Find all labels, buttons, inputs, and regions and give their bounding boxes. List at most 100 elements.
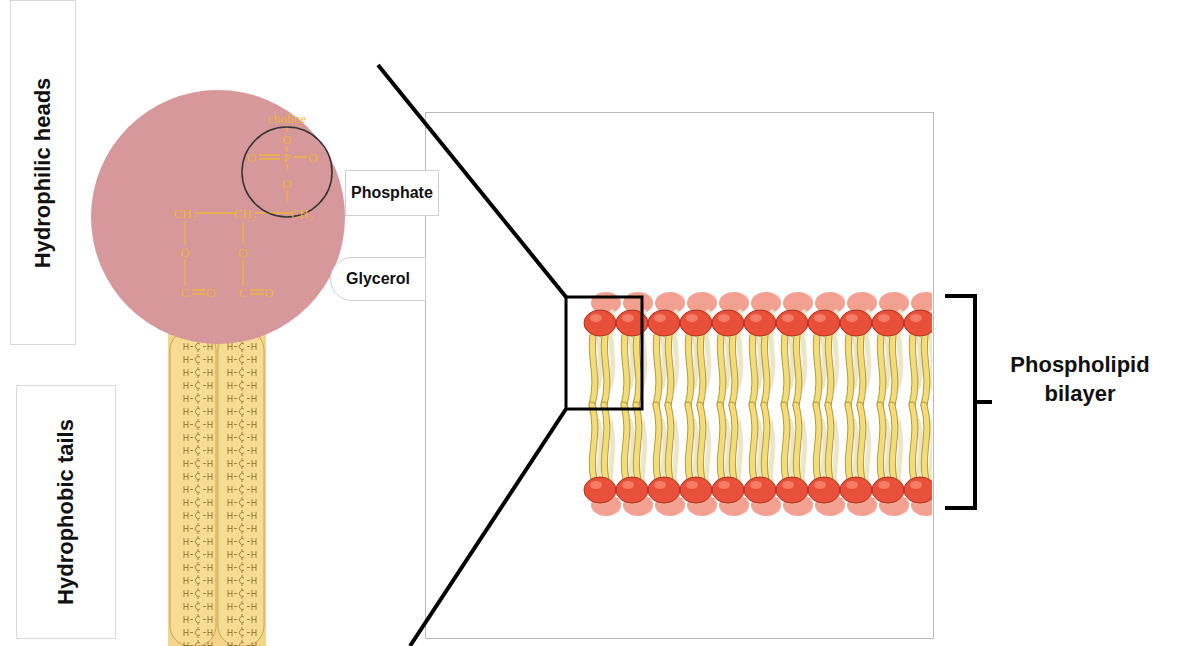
lipid-head: [904, 477, 932, 503]
chem-symbol: O: [308, 151, 317, 164]
lipid-tail: [784, 330, 787, 405]
lipid-tail: [924, 330, 927, 405]
head-shine: [686, 481, 698, 489]
lipid-tail: [912, 330, 915, 405]
head-shine: [590, 481, 602, 489]
chem-symbol: O: [282, 177, 291, 190]
tail-block: [168, 330, 266, 646]
lipid-tail: [656, 330, 659, 405]
lipid-tail: [592, 405, 595, 480]
head-shine: [782, 314, 794, 322]
label-text: Phosphate: [351, 184, 433, 202]
lipid-tail: [732, 330, 735, 405]
lipid-tail: [604, 405, 607, 480]
lipid-tail: [860, 405, 863, 480]
lipid-tail: [720, 405, 723, 480]
lipid-tail: [892, 330, 895, 405]
lipid-tail: [796, 330, 799, 405]
lipid-tail: [604, 330, 607, 405]
chem-symbol: choline: [268, 112, 306, 125]
chemical-bonds: [185, 124, 307, 294]
lipid-tail: [720, 330, 723, 405]
lipid-tail: [848, 330, 851, 405]
label-text: Hydrophilic heads: [30, 77, 56, 268]
head-shine: [750, 314, 762, 322]
lipid-tail: [892, 330, 895, 405]
lipid-tail: [860, 330, 863, 405]
lipid-head: [648, 310, 680, 336]
lipid-tail: [892, 405, 895, 480]
tails-label-box: Hydrophobic tails: [16, 385, 116, 639]
lipid-tail: [828, 330, 831, 405]
lipid-tail: [624, 330, 627, 405]
lipid-tail: [656, 330, 659, 405]
head-shine: [846, 481, 858, 489]
head-shine: [910, 481, 922, 489]
chem-symbol: CH₂: [291, 207, 314, 220]
lipid-tail: [860, 330, 863, 405]
head-shine: [654, 314, 666, 322]
zoom-lines: [378, 65, 566, 646]
lipid-tail: [732, 405, 735, 480]
lipid-tail: [764, 405, 767, 480]
lipid-tail: [816, 330, 819, 405]
lipid-head: [712, 310, 744, 336]
lipid-tail: [700, 405, 703, 480]
lipid-tail: [924, 405, 927, 480]
lipid-head: [776, 477, 808, 503]
lipid-tail: [860, 405, 863, 480]
lipid-tail: [796, 330, 799, 405]
lipid-tail: [636, 330, 639, 405]
lipid-tail: [848, 405, 851, 480]
lipid-head: [776, 310, 808, 336]
lipid-tail: [656, 405, 659, 480]
lipid-head: [584, 477, 616, 503]
head-shine: [622, 314, 634, 322]
lipid-tail: [720, 330, 723, 405]
lipid-head: [680, 310, 712, 336]
bracket: [945, 296, 992, 508]
lipid-tail: [752, 330, 755, 405]
head-shine: [814, 314, 826, 322]
head-shine: [878, 314, 890, 322]
head-shine: [718, 314, 730, 322]
lipid-tail: [700, 330, 703, 405]
head-shine: [910, 314, 922, 322]
lipid-tail: [732, 405, 735, 480]
lipid-head: [712, 477, 744, 503]
lipid-head: [584, 310, 616, 336]
lipid-tail: [848, 405, 851, 480]
lipid-tail: [880, 330, 883, 405]
lipid-tail: [880, 405, 883, 480]
head-shine: [782, 481, 794, 489]
lipid-tail: [656, 405, 659, 480]
head-shine: [750, 481, 762, 489]
lipid-tail: [880, 405, 883, 480]
lipid-tail: [752, 330, 755, 405]
lipid-head: [744, 477, 776, 503]
head-shine: [878, 481, 890, 489]
lipid-tail: [700, 330, 703, 405]
bilayer-illustration: [584, 292, 932, 516]
lipid-tail: [816, 405, 819, 480]
lipid-tail: [592, 330, 595, 405]
lipid-tail: [668, 405, 671, 480]
chem-symbol: O: [180, 246, 189, 259]
chem-symbol: O: [282, 133, 291, 146]
chem-symbol: O: [247, 151, 256, 164]
chem-symbol: O: [264, 286, 273, 299]
bilayer-label: Phospholipid bilayer: [995, 351, 1165, 408]
lipid-tail: [688, 405, 691, 480]
lipid-tail: [784, 405, 787, 480]
lipid-tail: [636, 405, 639, 480]
lipid-tail: [604, 330, 607, 405]
lipid-tail: [796, 405, 799, 480]
lipid-tail: [688, 405, 691, 480]
lipid-tail: [764, 405, 767, 480]
lipid-head: [744, 310, 776, 336]
label-text: Hydrophobic tails: [53, 419, 79, 605]
lipid-tail: [668, 405, 671, 480]
lipid-tail: [668, 330, 671, 405]
chem-symbol: CH₂: [234, 207, 257, 220]
